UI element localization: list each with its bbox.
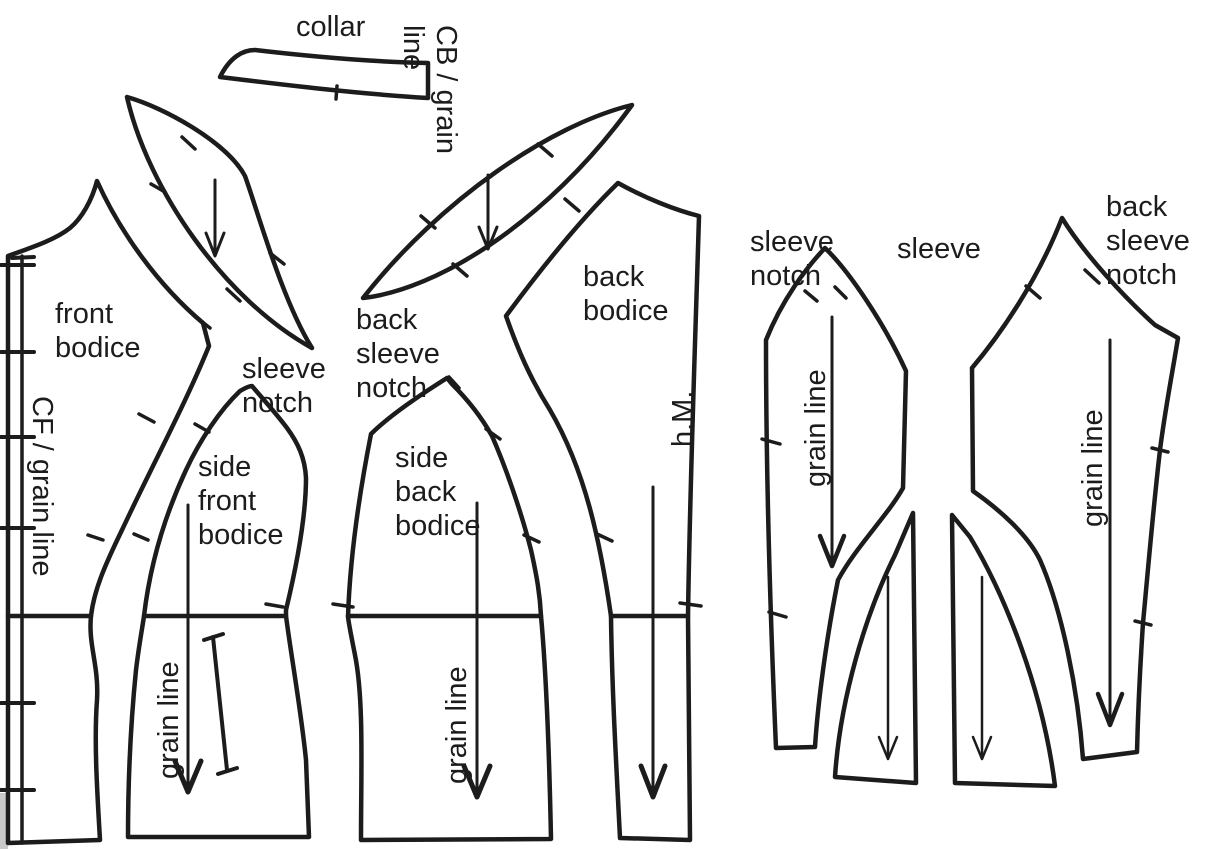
side-front-bodice-outline — [125, 383, 312, 840]
scan-edge-artifact — [0, 793, 8, 849]
under-sleeve-front-arrow-icon — [877, 575, 899, 761]
front-crescent-piece-outline — [124, 94, 315, 351]
label-hm-center-back: h.M. — [667, 390, 699, 447]
back-crescent-piece-outline — [360, 102, 635, 301]
label-side-back-bodice: side back bodice — [395, 442, 481, 543]
label-grain-line-back-sleeve: grain line — [1077, 409, 1109, 527]
back-bodice-notch-icons — [595, 532, 703, 608]
back-sleeve-notch-icons — [1024, 268, 1170, 627]
label-grain-line-side-front: grain line — [153, 661, 185, 779]
side-back-notch-icons — [331, 375, 541, 609]
back-bodice-outline — [503, 180, 702, 843]
back-sleeve-outline — [969, 215, 1181, 762]
label-back-sleeve-notch-bodice: back sleeve notch — [356, 304, 440, 405]
label-collar: collar — [296, 11, 366, 43]
under-sleeve-front-outline — [832, 510, 919, 786]
label-grain-line-front-sleeve: grain line — [800, 369, 832, 487]
label-sleeve: sleeve — [897, 233, 981, 265]
label-back-bodice: back bodice — [583, 261, 669, 328]
side-back-grain-arrow-icon — [461, 501, 493, 800]
label-front-bodice: front bodice — [55, 298, 141, 365]
front-sleeve-outline — [763, 245, 909, 751]
label-side-front-bodice: side front bodice — [198, 451, 284, 552]
label-cf-grain-line: CF / grain line — [26, 396, 58, 577]
label-sleeve-notch-sleeve: sleeve notch — [750, 226, 834, 293]
under-sleeve-back-arrow-icon — [971, 575, 993, 761]
back-bodice-grain-arrow-icon — [638, 485, 668, 800]
label-cb-grain-line: CB / grain line — [396, 25, 462, 154]
front-crescent-grain-arrow-icon — [204, 178, 226, 258]
side-front-notch-icons — [132, 422, 285, 609]
side-back-bodice-outline — [345, 375, 554, 843]
back-crescent-grain-arrow-icon — [477, 173, 499, 251]
under-sleeve-back-outline — [949, 512, 1058, 789]
front-crescent-notch-icons — [149, 135, 286, 303]
front-sleeve-notch-icons — [760, 285, 848, 619]
front-bodice-outline — [5, 178, 212, 846]
front-bodice-notch-icons — [86, 315, 212, 542]
back-crescent-notch-icons — [419, 142, 581, 278]
front-sleeve-grain-arrow-icon — [817, 315, 847, 569]
cf-tick-marks — [0, 255, 36, 792]
side-front-grain-arrow-icon — [172, 503, 204, 795]
label-grain-line-side-back: grain line — [441, 666, 473, 784]
side-front-dart-line — [202, 632, 239, 776]
collar-outline — [217, 47, 431, 101]
collar-notch-icon — [334, 84, 339, 101]
label-back-sleeve-notch-sleeve: back sleeve notch — [1106, 191, 1190, 292]
back-sleeve-grain-arrow-icon — [1095, 338, 1125, 728]
label-sleeve-notch-front: sleeve notch — [242, 353, 326, 420]
